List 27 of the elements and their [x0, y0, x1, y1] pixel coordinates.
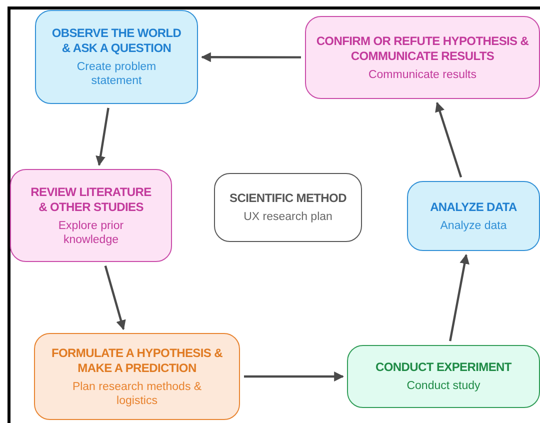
step-box — [34, 333, 240, 420]
arrow — [104, 266, 126, 330]
arrow — [435, 102, 462, 178]
step-description: Conduct study — [406, 379, 480, 393]
step-title: REVIEW LITERATURE & OTHER STUDIES — [30, 184, 152, 214]
step-box — [10, 169, 172, 262]
step-title: CONDUCT EXPERIMENT — [376, 360, 512, 375]
step-description: UX research plan — [244, 210, 332, 224]
step-box — [305, 16, 540, 99]
step-description: Plan research methods & logistics — [71, 380, 203, 408]
step-title: CONFIRM OR REFUTE HYPOTHESIS & COMMUNICATE RESULTS — [315, 34, 530, 64]
step-box — [347, 345, 540, 408]
step-title: OBSERVE THE WORLD & ASK A QUESTION — [50, 26, 182, 56]
step-description: Analyze data — [440, 218, 507, 232]
step-box — [407, 181, 540, 251]
step-description: Create problem statement — [76, 60, 158, 88]
step-title: SCIENTIFIC METHOD — [230, 191, 346, 206]
step-description: Explore prior knowledge — [57, 218, 125, 246]
arrow — [201, 52, 301, 62]
step-title: FORMULATE A HYPOTHESIS & MAKE A PREDICTION — [50, 346, 224, 376]
step-box — [214, 173, 362, 242]
step-box — [35, 10, 198, 104]
arrow — [96, 108, 110, 166]
step-title: ANALYZE DATA — [430, 200, 517, 214]
arrow — [244, 372, 344, 382]
step-description: Communicate results — [368, 68, 476, 82]
arrow — [449, 254, 470, 342]
